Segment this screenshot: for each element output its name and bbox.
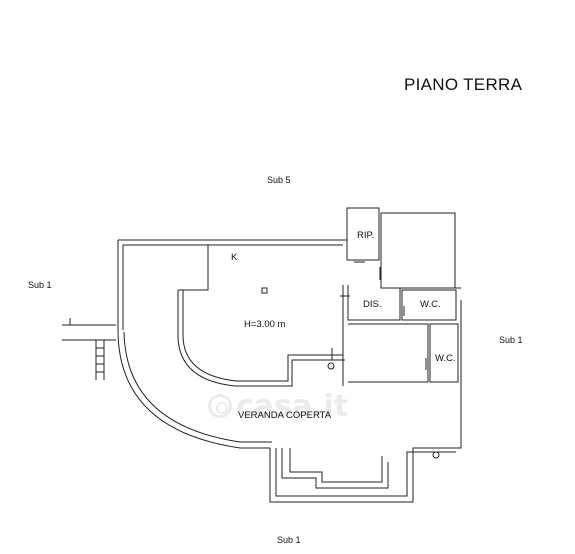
room-veranda: VERANDA COPERTA [238, 410, 332, 421]
label-sub-top: Sub 5 [267, 175, 291, 185]
watermark-logo-icon [208, 394, 232, 418]
lower-right-walls [348, 323, 429, 383]
storage-room [346, 207, 380, 261]
room-storage: RIP. [357, 230, 375, 241]
room-hall: DIS. [363, 299, 382, 310]
veranda-bottom [269, 300, 462, 503]
veranda-inner-curve [123, 331, 272, 443]
plan-title: PIANO TERRA [404, 75, 523, 94]
label-sub-right: Sub 1 [499, 335, 523, 345]
main-outer-wall [117, 239, 347, 330]
room-wc-1: W.C. [420, 299, 441, 310]
outlet-mark [327, 362, 335, 370]
veranda-outer-curve [117, 329, 270, 449]
living-curve-wall-inner [182, 290, 343, 382]
hall-walls [342, 285, 461, 386]
upper-right-room [380, 212, 456, 289]
veranda-mark [432, 451, 440, 459]
room-height: H=3.00 m [244, 319, 286, 330]
veranda-bottom-inner [275, 448, 456, 497]
living-curve-wall [177, 290, 345, 387]
watermark: casa.it [208, 388, 378, 424]
label-sub-bottom: Sub 1 [277, 535, 301, 545]
label-sub-left: Sub 1 [28, 280, 52, 290]
veranda-steps [281, 448, 389, 489]
watermark-text: casa.it [236, 388, 349, 424]
ceiling-light-mark [261, 287, 268, 294]
wc-room-2 [429, 323, 459, 383]
left-inner-partition [178, 245, 209, 291]
entrance-stairs [62, 318, 116, 380]
stair-steps [96, 347, 104, 373]
room-kitchen: K [231, 252, 238, 263]
room-wc-2: W.C. [435, 353, 456, 364]
wc-room-1 [401, 289, 457, 321]
